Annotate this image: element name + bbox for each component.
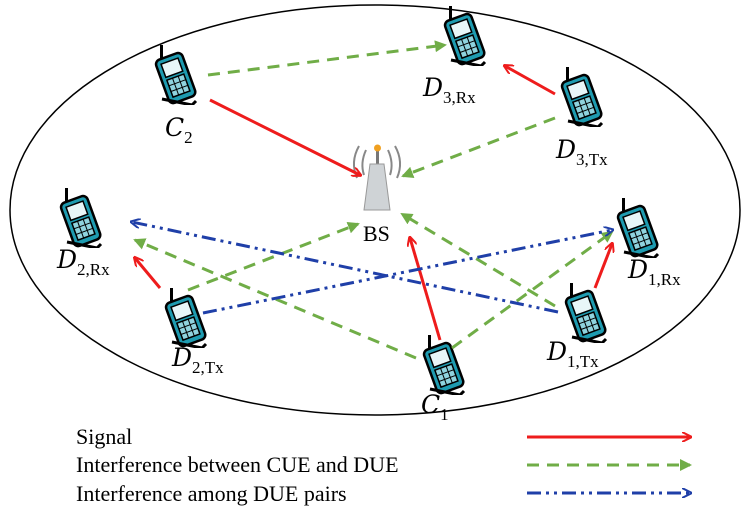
bs-label: BS: [363, 221, 390, 246]
d1rx-phone-icon: [614, 198, 661, 258]
cue-due-d1tx-bs: [400, 212, 556, 308]
cue-due-d2tx-bs: [187, 222, 360, 292]
cue-due-c1-d2rx: [133, 238, 417, 360]
cue-due-c2-d3rx: [207, 40, 447, 77]
signal-d3tx-d3rx: [505, 66, 556, 96]
legend-due-due-label: Interference among DUE pairs: [76, 481, 347, 506]
c2-phone-icon: [152, 45, 199, 105]
legend-cue-due-label: Interference between CUE and DUE: [76, 452, 399, 477]
d3rx-phone-icon: [441, 6, 488, 66]
d3tx-label: D3,Tx: [555, 135, 608, 169]
c2-label: C2: [165, 113, 193, 147]
d2tx-phone-icon: [162, 288, 209, 348]
cell-boundary: [9, 4, 741, 416]
due-due-d2tx-d1rx: [202, 230, 612, 315]
d3rx-label: D3,Rx: [422, 73, 476, 107]
signal-d2tx-d2rx: [135, 258, 162, 289]
d1tx-label: D1,Tx: [546, 337, 599, 371]
signal-c2-bs: [209, 98, 360, 175]
signal-c1-bs: [410, 238, 442, 341]
d1tx-phone-icon: [562, 283, 609, 343]
d1rx-label: D1,Rx: [627, 255, 681, 289]
signal-d1tx-d1rx: [593, 244, 612, 289]
d3tx-phone-icon: [558, 67, 605, 127]
d2tx-label: D2,Tx: [171, 343, 224, 377]
d2rx-label: D2,Rx: [56, 245, 110, 279]
legend-signal-label: Signal: [76, 424, 132, 449]
base-station-icon: [353, 144, 401, 211]
d2rx-phone-icon: [57, 188, 104, 248]
legend: Signal Interference between CUE and DUE …: [76, 424, 692, 506]
cue-due-d3tx-bs: [401, 116, 556, 179]
due-due-d1tx-d2rx: [132, 222, 559, 314]
c1-label: C1: [421, 390, 449, 424]
cue-due-c1-d1rx: [451, 230, 614, 350]
